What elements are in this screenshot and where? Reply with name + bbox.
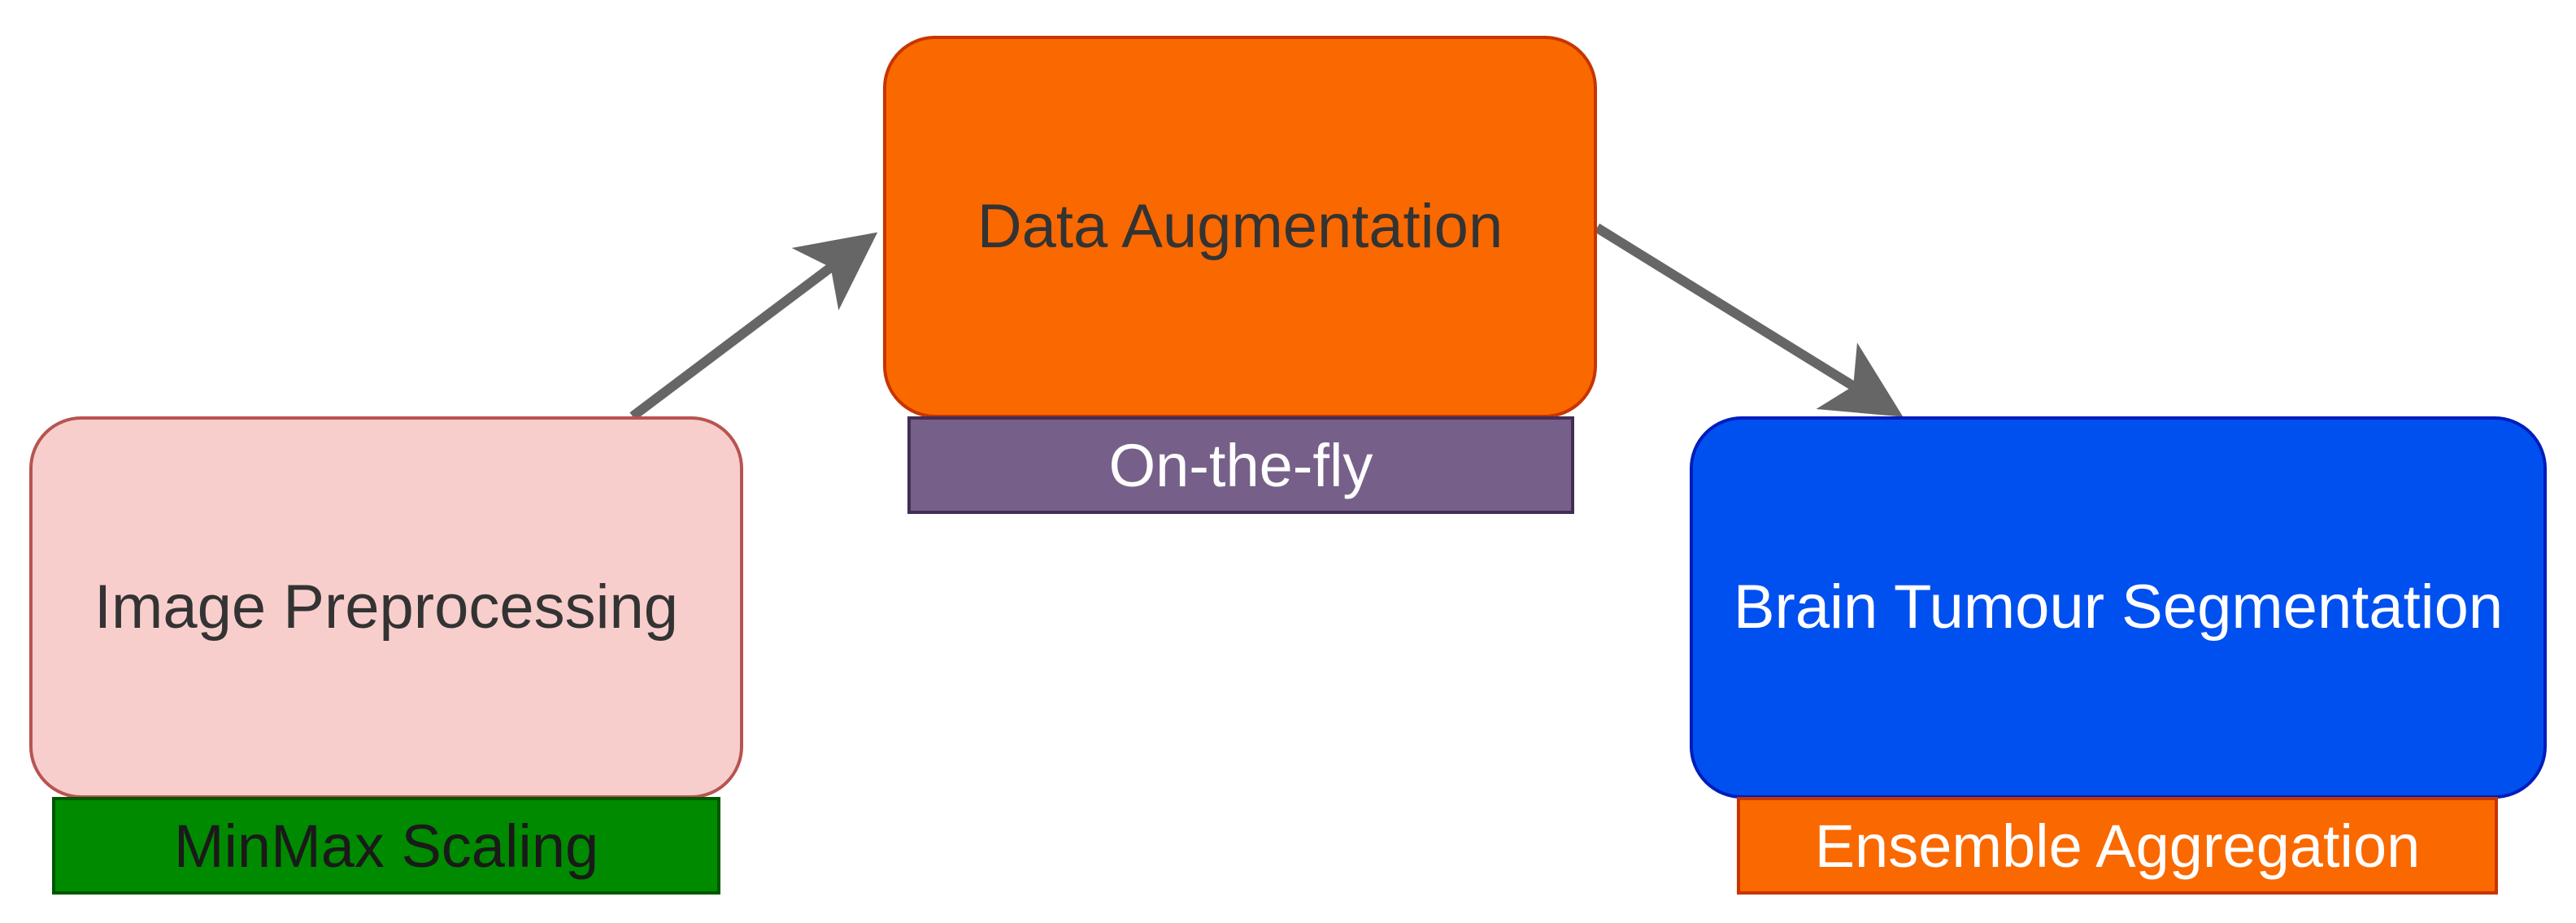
arrow-augment-to-segment: [1594, 223, 1904, 417]
minmax-scaling-label: MinMax Scaling: [173, 812, 599, 880]
data-augmentation-node: Data Augmentation: [883, 36, 1597, 418]
data-augmentation-label: Data Augmentation: [977, 192, 1503, 262]
minmax-scaling-tag: MinMax Scaling: [52, 797, 720, 895]
arrow-preprocess-to-augment: [629, 232, 878, 420]
on-the-fly-tag: On-the-fly: [907, 416, 1574, 514]
ensemble-aggregation-label: Ensemble Aggregation: [1814, 812, 2421, 880]
image-preprocessing-label: Image Preprocessing: [94, 573, 679, 642]
brain-tumour-segmentation-node: Brain Tumour Segmentation: [1690, 416, 2547, 799]
brain-tumour-segmentation-label: Brain Tumour Segmentation: [1733, 573, 2504, 642]
ensemble-aggregation-tag: Ensemble Aggregation: [1737, 797, 2498, 895]
on-the-fly-label: On-the-fly: [1108, 431, 1373, 499]
image-preprocessing-node: Image Preprocessing: [29, 416, 743, 799]
